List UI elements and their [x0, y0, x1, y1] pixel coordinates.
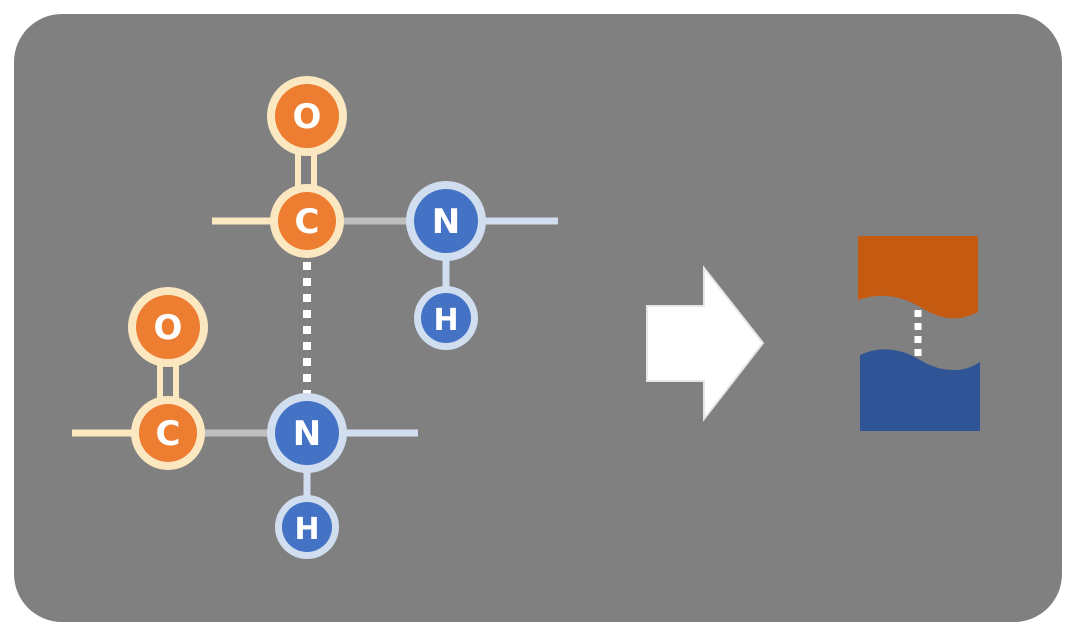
icon-bottom-block	[860, 349, 980, 431]
lower-carbon-label: C	[156, 414, 181, 454]
hydrogen-bond-icon	[858, 236, 980, 431]
right-arrow-icon	[646, 265, 765, 422]
upper-oxygen-label: O	[293, 97, 322, 137]
upper-carbon-label: C	[295, 202, 320, 242]
upper-carbon-atom: C	[270, 184, 344, 258]
lower-nitrogen-label: N	[293, 414, 321, 454]
upper-nitrogen-atom: N	[406, 181, 486, 261]
upper-residue: O C N H	[212, 76, 558, 350]
lower-hydrogen-label: H	[294, 512, 319, 547]
icon-top-block	[858, 236, 978, 319]
upper-nitrogen-label: N	[432, 202, 460, 242]
lower-carbon-atom: C	[131, 396, 205, 470]
upper-hydrogen-label: H	[433, 303, 458, 338]
lower-hydrogen-atom: H	[275, 495, 339, 559]
upper-oxygen-atom: O	[267, 76, 347, 156]
lower-oxygen-label: O	[154, 308, 183, 348]
lower-oxygen-atom: O	[128, 287, 208, 367]
lower-nitrogen-atom: N	[267, 393, 347, 473]
upper-hydrogen-atom: H	[414, 286, 478, 350]
lower-residue: O C N H	[72, 287, 418, 559]
